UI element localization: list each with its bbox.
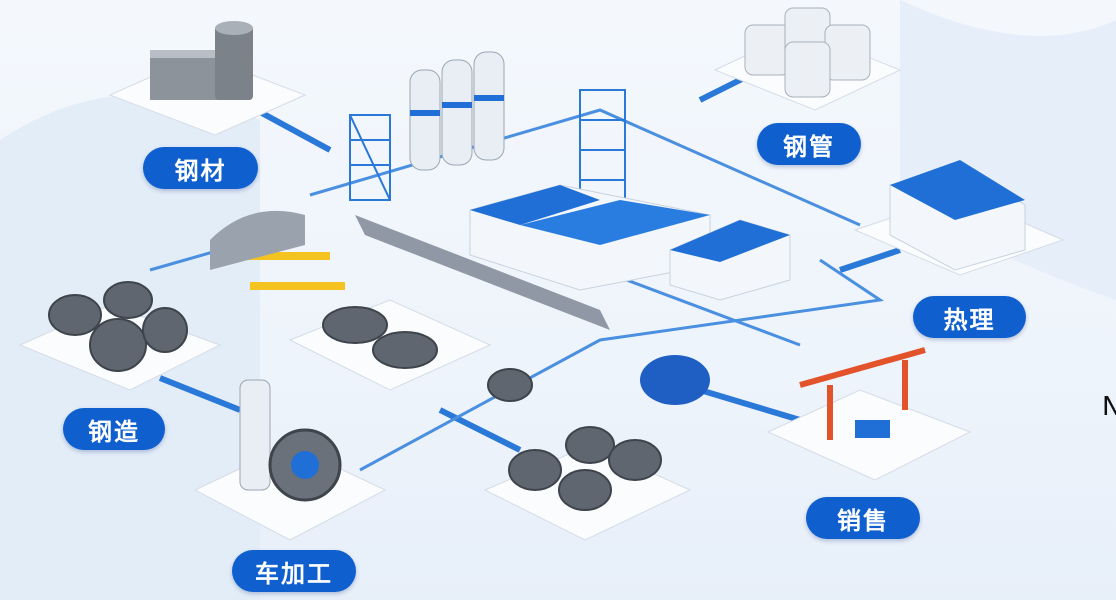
machining-equipment [239,379,342,502]
label-steel-material[interactable]: 钢材 [143,147,258,189]
factory-buildings [469,184,791,301]
label-forging[interactable]: 钢造 [63,408,165,450]
gantry-crane [799,347,926,440]
edge-text: N [1102,392,1116,422]
steel-material-building [150,21,253,100]
label-heat-treatment[interactable]: 热理 [913,296,1026,338]
heat-treatment-building [889,160,1026,271]
drum-canopy [210,210,305,270]
silo-bands [410,95,504,116]
motor [640,355,710,405]
storage-tanks [744,7,871,98]
label-steel-pipe[interactable]: 钢管 [757,123,861,165]
label-sales[interactable]: 销售 [806,497,920,539]
silos [409,51,505,171]
conveyor-lines [149,108,885,472]
furnace-conveyor [355,215,610,330]
label-machining[interactable]: 车加工 [232,550,356,592]
steel-rings [48,281,662,511]
crane-cargo [855,420,890,438]
yellow-racks [235,252,345,290]
